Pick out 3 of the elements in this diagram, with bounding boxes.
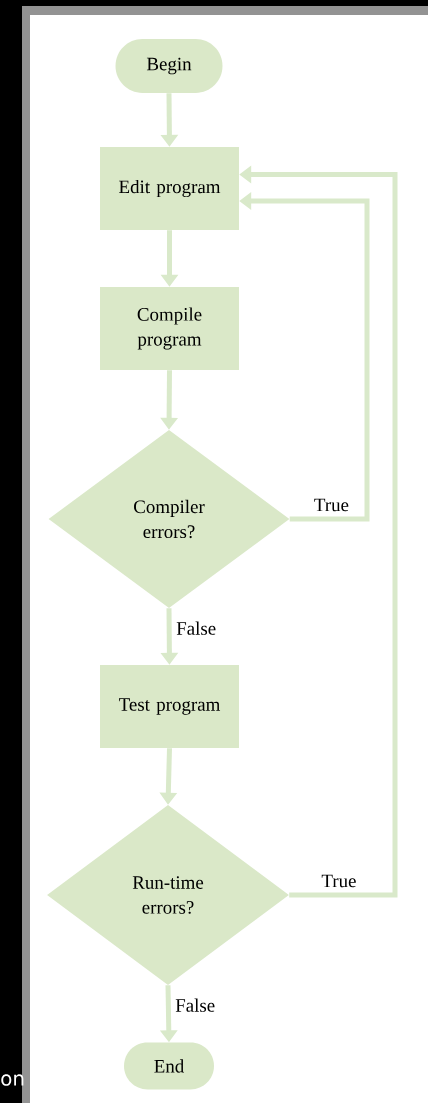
process-box: Test program bbox=[100, 665, 239, 748]
process-box: Compile program bbox=[100, 287, 239, 370]
process-box: Edit program bbox=[100, 147, 239, 230]
